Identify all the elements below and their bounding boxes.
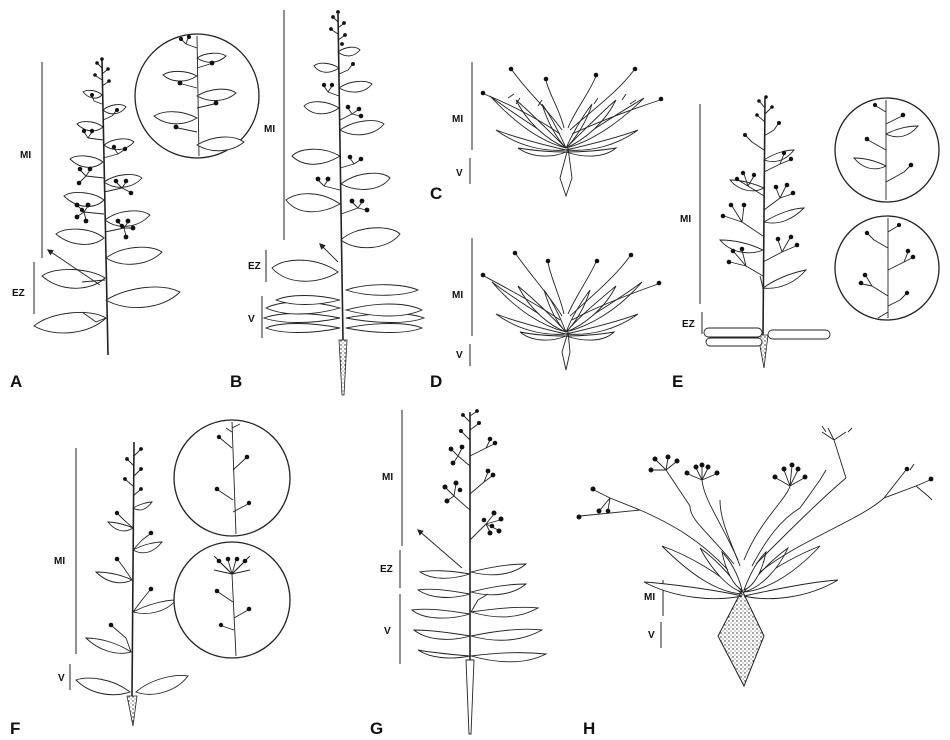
inset-circle-e-upper (835, 98, 939, 202)
zone-label-mi: MI (452, 114, 463, 125)
plant-drawing-h (577, 426, 934, 686)
zone-label-ez: EZ (380, 564, 393, 575)
zone-label-mi: MI (54, 556, 65, 567)
panel-h: H MI V (577, 426, 934, 738)
zone-label-ez: EZ (682, 319, 695, 330)
panel-g: G MI EZ V (370, 409, 546, 738)
zone-label-v: V (384, 626, 391, 637)
zone-label-mi: MI (644, 592, 655, 603)
zone-label-v: V (248, 314, 255, 325)
plant-drawing-f (76, 442, 188, 726)
panel-e: E MI EZ (672, 95, 939, 391)
zone-label-mi: MI (264, 124, 275, 135)
zone-label-mi: MI (680, 214, 691, 225)
inset-circle-a (135, 34, 259, 158)
panel-d: D MI V (430, 238, 661, 391)
zone-label-mi: MI (20, 150, 31, 161)
panel-a: A MI EZ (10, 34, 259, 391)
zone-label-v: V (58, 673, 65, 684)
panel-label-a: A (10, 372, 22, 391)
inset-circle-e-lower (835, 216, 939, 320)
plant-drawing-g (412, 409, 546, 734)
panel-label-e: E (672, 372, 683, 391)
panel-c: C MI V (430, 62, 663, 203)
plant-drawing-c (481, 67, 664, 196)
zone-label-mi: MI (452, 290, 463, 301)
plant-drawing-d (481, 251, 662, 370)
panel-label-f: F (10, 719, 20, 738)
panel-b: B MI EZ V (230, 10, 424, 395)
inset-circle-f-lower (174, 542, 290, 658)
zone-label-v: V (456, 350, 463, 361)
panel-label-g: G (370, 719, 383, 738)
panel-label-h: H (583, 719, 595, 738)
panel-label-c: C (430, 184, 442, 203)
zone-label-v: V (456, 168, 463, 179)
panel-f: F MI V (10, 420, 290, 738)
plant-drawing-e (704, 95, 830, 368)
zone-label-ez: EZ (248, 261, 261, 272)
zone-label-v: V (648, 630, 655, 641)
zone-label-ez: EZ (12, 288, 25, 299)
zone-label-mi: MI (382, 472, 393, 483)
plant-drawing-b (264, 10, 424, 395)
inset-circle-f-upper (174, 420, 290, 536)
panel-label-d: D (430, 372, 442, 391)
panel-label-b: B (230, 372, 242, 391)
